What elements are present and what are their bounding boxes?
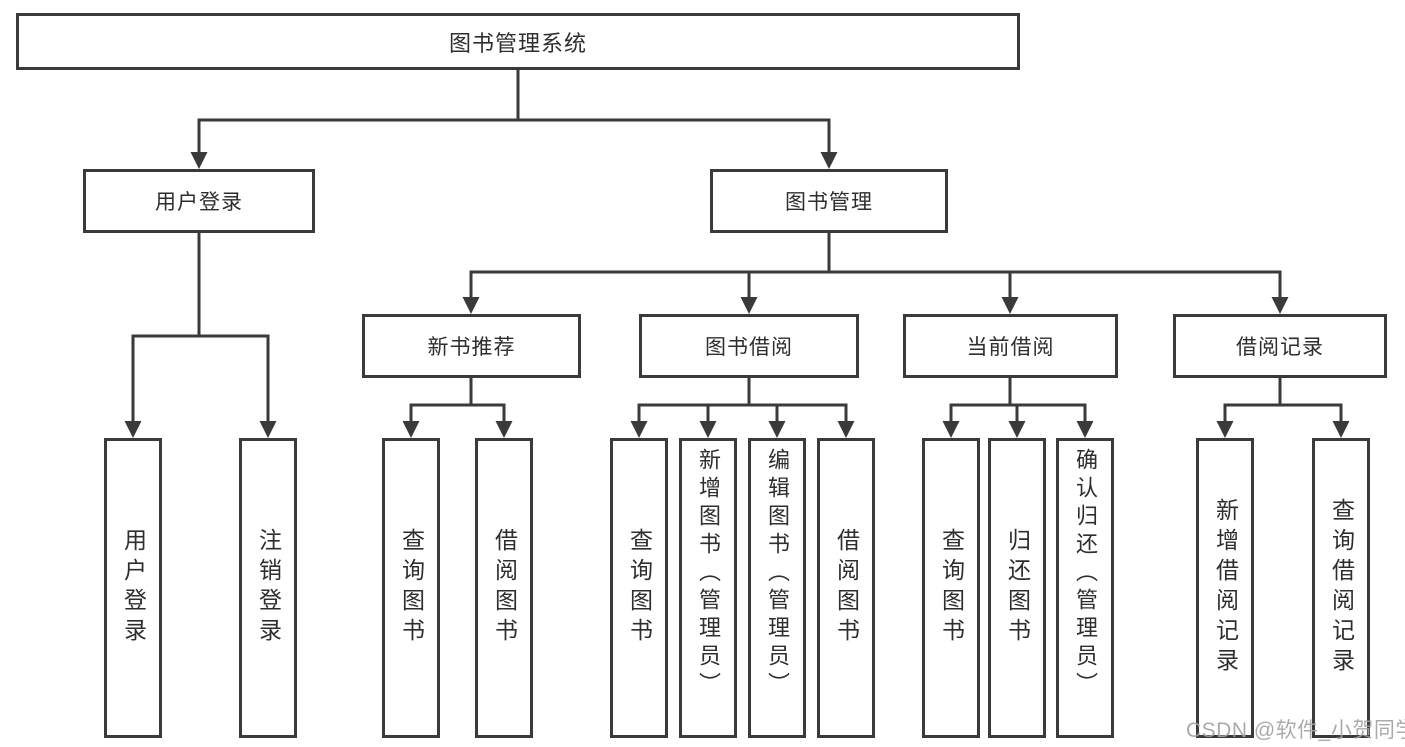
- leaf-user-login: 用户登录: [104, 438, 162, 738]
- leaf-query-books-current: 查询图书: [922, 438, 980, 738]
- leaf-edit-books-admin: 编辑图书（管理员）: [748, 438, 806, 738]
- csdn-watermark: CSDN @软件_小贺同学: [1186, 719, 1405, 742]
- leaf-return-books: 归还图书: [988, 438, 1046, 738]
- node-book-borrow: 图书借阅: [639, 314, 859, 378]
- node-new-book-recommend: 新书推荐: [362, 314, 581, 378]
- node-book-management: 图书管理: [710, 169, 948, 233]
- leaf-confirm-return-admin: 确认归还（管理员）: [1056, 438, 1114, 738]
- leaf-borrow-books: 借阅图书: [817, 438, 875, 738]
- leaf-add-books-admin: 新增图书（管理员）: [679, 438, 737, 738]
- node-user-login: 用户登录: [83, 169, 315, 233]
- node-borrow-records: 借阅记录: [1173, 314, 1387, 378]
- leaf-query-borrow-record: 查询借阅记录: [1312, 438, 1370, 738]
- node-root-system: 图书管理系统: [16, 13, 1020, 70]
- node-current-borrow: 当前借阅: [903, 314, 1118, 378]
- leaf-logout: 注销登录: [239, 438, 297, 738]
- leaf-query-books-borrow: 查询图书: [610, 438, 668, 738]
- leaf-add-borrow-record: 新增借阅记录: [1196, 438, 1254, 738]
- leaf-borrow-books-rec: 借阅图书: [475, 438, 533, 738]
- leaf-query-books-rec: 查询图书: [382, 438, 440, 738]
